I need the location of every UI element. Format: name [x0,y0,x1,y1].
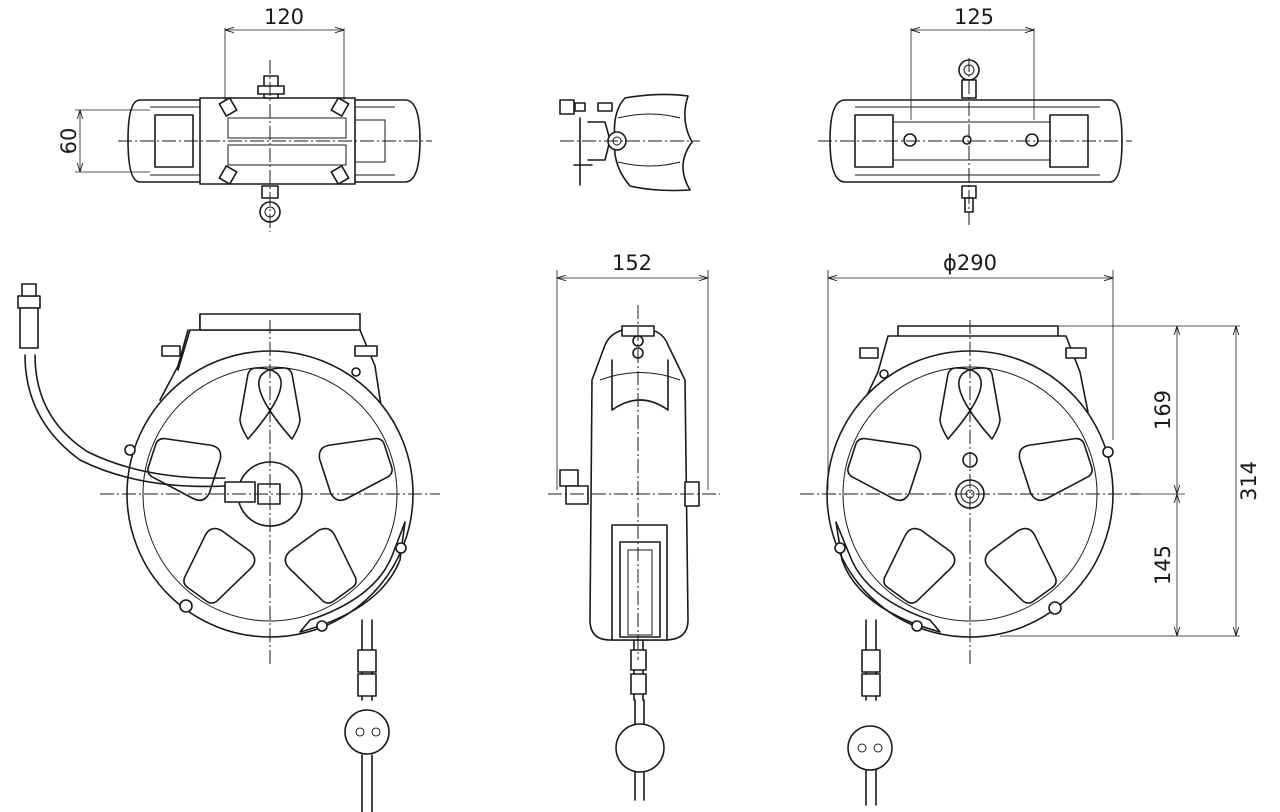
dimension-heights: 169 145 314 [1000,325,1261,637]
dimension-120-label: 120 [264,5,304,29]
top-view [118,60,432,232]
dimension-314-label: 314 [1237,461,1261,501]
rear-view [800,320,1140,806]
dimension-125: 125 [910,5,1035,120]
dimension-152-label: 152 [612,251,652,275]
keyhole-icon [903,133,1039,147]
slot-icon [218,97,350,185]
dimension-120: 120 [224,5,345,100]
dimension-152: 152 [556,251,709,490]
dimension-60: 60 [57,109,150,173]
dimension-60-label: 60 [57,128,81,155]
dimension-145-label: 145 [1151,545,1175,585]
front-view [17,283,440,812]
dimension-290: ϕ290 [827,251,1114,490]
dimension-125-label: 125 [954,5,994,29]
side-bracket-detail [559,93,700,192]
side-view [548,305,720,801]
dimension-290-label: ϕ290 [943,251,997,275]
bottom-view [818,58,1132,225]
dimension-169-label: 169 [1151,390,1175,430]
